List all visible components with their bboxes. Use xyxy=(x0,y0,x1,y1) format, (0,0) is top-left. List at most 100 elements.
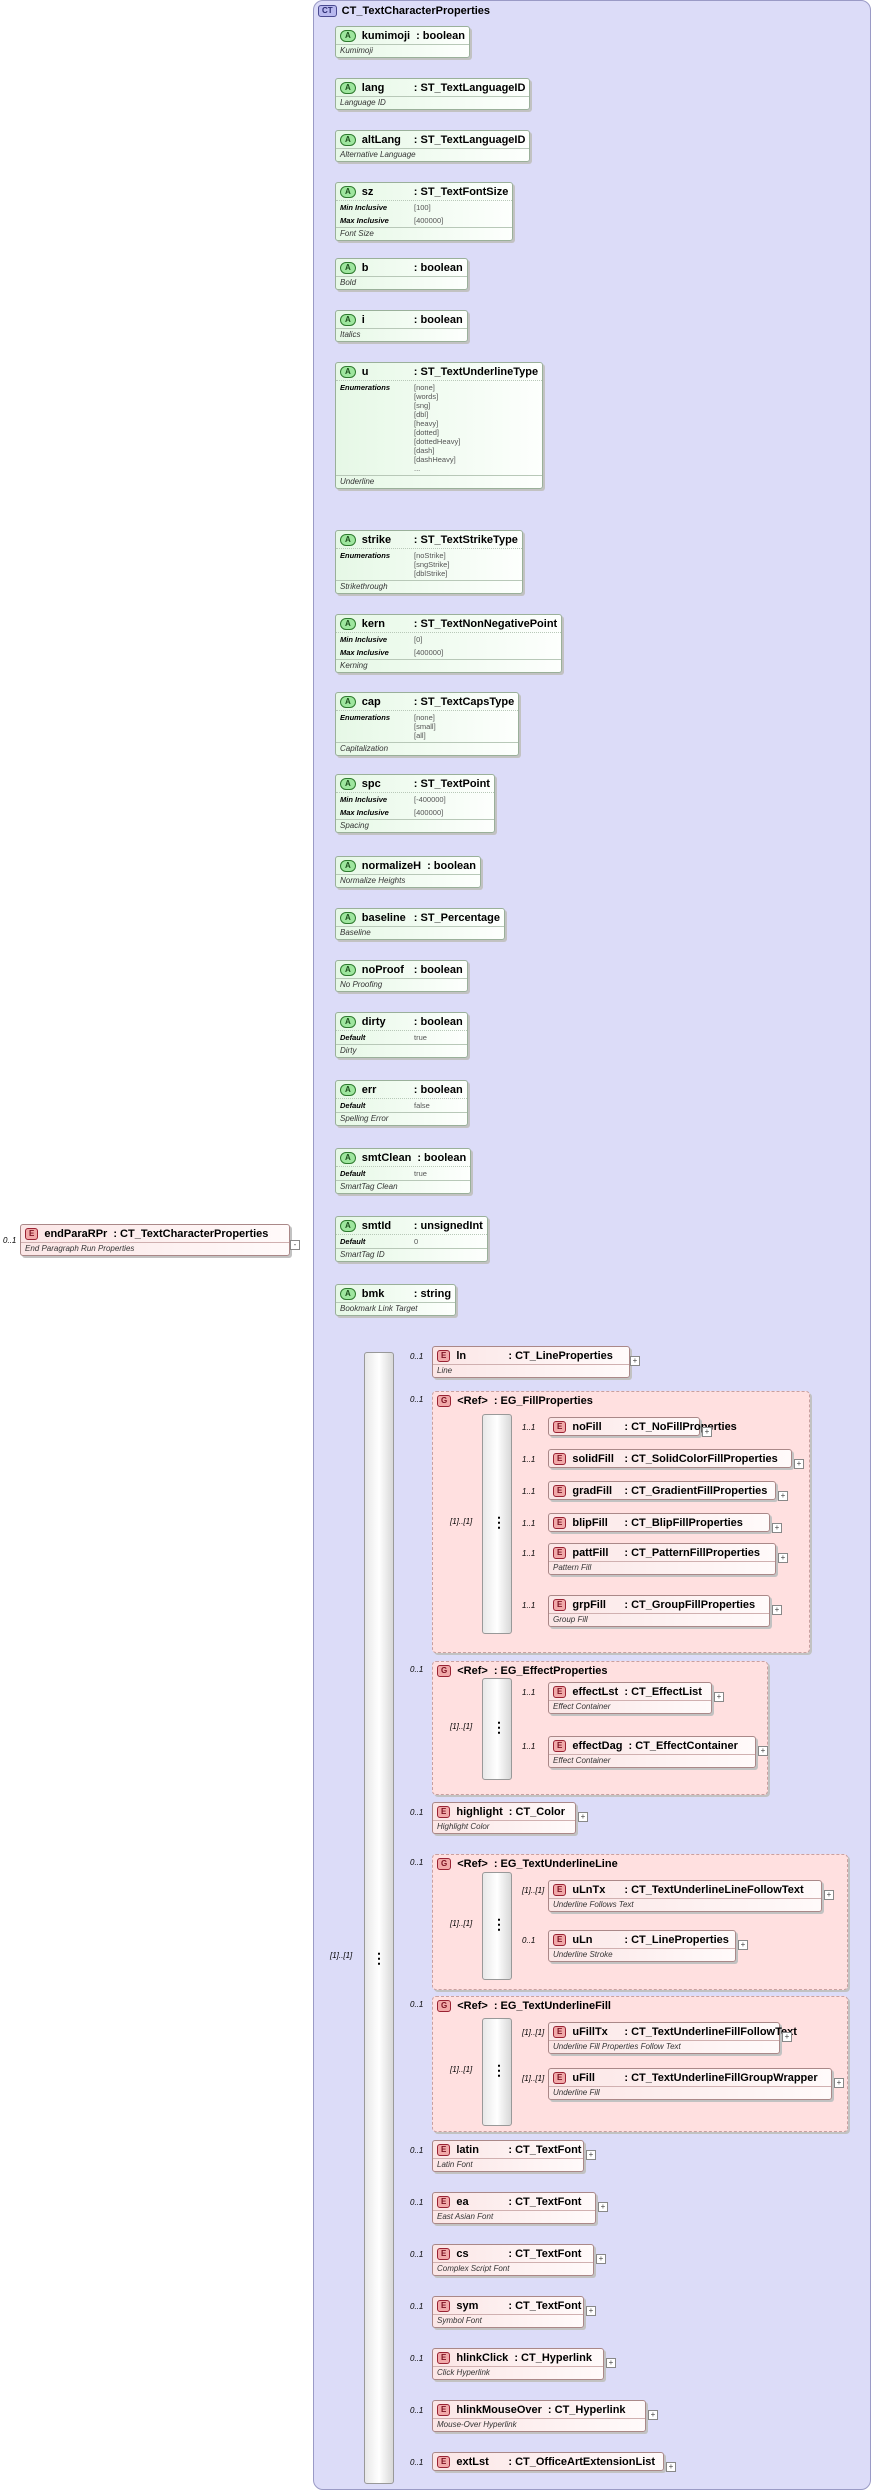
expand-icon[interactable]: + xyxy=(824,1890,834,1900)
element-name: gradFill xyxy=(572,1485,613,1497)
expand-icon[interactable]: + xyxy=(598,2202,608,2212)
expand-icon[interactable]: + xyxy=(758,1746,768,1756)
expand-icon[interactable]: - xyxy=(290,1240,300,1250)
expand-icon[interactable]: + xyxy=(772,1523,782,1533)
element-icon: E xyxy=(553,2026,567,2038)
attribute-type: : ST_TextFontSize xyxy=(413,186,509,198)
expand-icon[interactable]: + xyxy=(782,2032,792,2042)
attribute-icon: A xyxy=(340,186,356,198)
element-icon: E xyxy=(553,1453,567,1465)
element-type: : CT_NoFillProperties xyxy=(624,1421,737,1433)
expand-icon[interactable]: + xyxy=(738,1940,748,1950)
attribute-type: : ST_TextLanguageID xyxy=(413,134,526,146)
cardinality: [1]..[1] xyxy=(450,1722,473,1731)
element-doc: Effect Container xyxy=(549,1754,755,1767)
group-header: G<Ref>: EG_TextUnderlineLine xyxy=(433,1855,847,1872)
expand-icon[interactable]: + xyxy=(586,2150,596,2160)
attribute-type: : ST_TextLanguageID xyxy=(413,82,526,94)
facet-key: Max Inclusive xyxy=(340,216,389,225)
expand-icon[interactable]: + xyxy=(648,2410,658,2420)
element-name: effectDag xyxy=(572,1740,623,1752)
root-element-doc: End Paragraph Run Properties xyxy=(21,1242,289,1255)
expand-icon[interactable]: + xyxy=(778,1553,788,1563)
expand-icon[interactable]: + xyxy=(666,2462,676,2472)
expand-icon[interactable]: + xyxy=(586,2306,596,2316)
expand-icon[interactable]: + xyxy=(606,2358,616,2368)
attribute-type: : ST_TextNonNegativePoint xyxy=(413,618,558,630)
expand-icon[interactable]: + xyxy=(778,1491,788,1501)
facet-value: [none][words][sng][dbl][heavy][dotted][d… xyxy=(414,383,461,473)
element-type: : CT_EffectContainer xyxy=(628,1740,738,1752)
attribute-icon: A xyxy=(340,1152,356,1164)
cardinality: [1]..[1] xyxy=(522,1886,545,1895)
facet-row: Enumerations[none][small][all] xyxy=(336,711,518,742)
expand-icon[interactable]: + xyxy=(794,1459,804,1469)
expand-icon[interactable]: + xyxy=(578,1812,588,1822)
expand-icon[interactable]: + xyxy=(772,1605,782,1615)
element-icon: E xyxy=(553,1934,567,1946)
element-name: extLst xyxy=(456,2456,489,2468)
attribute-icon: A xyxy=(340,696,356,708)
expand-icon[interactable]: + xyxy=(596,2254,606,2264)
element-name: cs xyxy=(456,2248,469,2260)
attribute-name: i xyxy=(361,314,365,326)
element-name: uLn xyxy=(572,1934,593,1946)
group-name: : EG_FillProperties xyxy=(493,1395,593,1407)
expand-icon[interactable]: + xyxy=(834,2078,844,2088)
cardinality: 0..1 xyxy=(410,1665,424,1674)
expand-icon[interactable]: + xyxy=(714,1692,724,1702)
facet-key: Enumerations xyxy=(340,713,391,722)
attribute-doc: Bold xyxy=(336,276,467,289)
expand-icon[interactable]: + xyxy=(630,1356,640,1366)
attribute-type: : ST_TextStrikeType xyxy=(413,534,518,546)
expand-icon[interactable]: + xyxy=(702,1427,712,1437)
